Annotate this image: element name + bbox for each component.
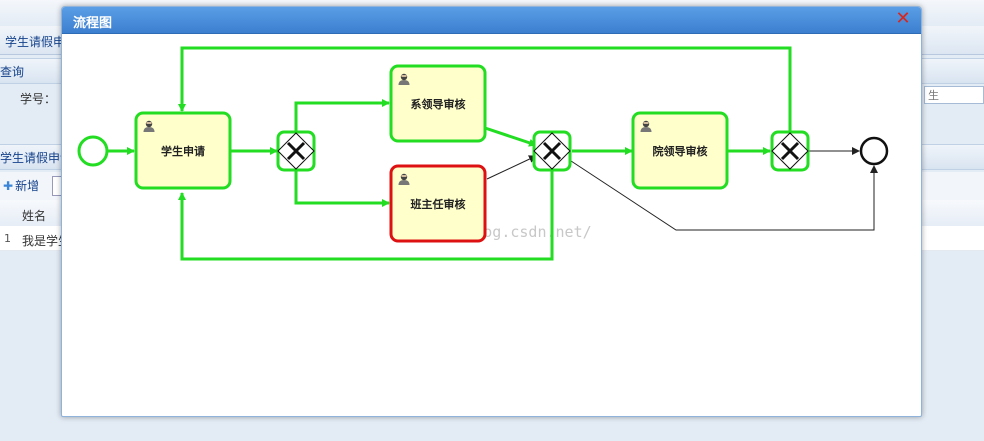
add-button[interactable]: ✚新增 — [3, 177, 39, 194]
flow-gateway1-to-headteacher — [294, 171, 390, 207]
x-icon — [780, 141, 800, 161]
task-dept-leader-review[interactable]: 系领导审核 — [389, 64, 487, 143]
add-button-label: 新增 — [15, 179, 40, 193]
close-icon[interactable]: ✕ — [895, 8, 911, 29]
task-dept-leader-review-label: 系领导审核 — [411, 97, 466, 111]
flow-gateway3-back-to-apply — [178, 46, 792, 131]
student-id-label: 学号： — [20, 92, 57, 106]
task-college-leader-review[interactable]: 院领导审核 — [631, 111, 729, 190]
list-panel-title: 学生请假申请 — [0, 151, 73, 165]
row-number: 1 — [4, 232, 11, 245]
flow-dept-to-gateway2 — [484, 126, 537, 147]
student-id-field[interactable]: 生 — [924, 86, 984, 104]
exclusive-gateway-1[interactable] — [276, 130, 316, 172]
flowchart-dialog: 流程图 ✕ http://blog.csdn.net/ — [61, 6, 922, 417]
flow-gateway1-to-dept — [294, 99, 390, 131]
flow-gateway2-to-end — [567, 158, 878, 231]
exclusive-gateway-2[interactable] — [532, 130, 572, 172]
end-event[interactable] — [859, 136, 889, 166]
flow-gateway2-back-to-apply — [178, 171, 554, 261]
task-student-apply[interactable]: 学生申请 — [134, 111, 232, 190]
start-event[interactable] — [77, 135, 109, 167]
task-head-teacher-review[interactable]: 班主任审核 — [389, 164, 487, 243]
plus-icon: ✚ — [3, 179, 14, 193]
exclusive-gateway-3[interactable] — [770, 130, 810, 172]
process-diagram: http://blog.csdn.net/ 学生申请 — [77, 46, 889, 261]
task-college-leader-review-label: 院领导审核 — [653, 144, 708, 158]
row-name-cell: 我是学生 — [22, 234, 71, 248]
x-icon — [542, 141, 562, 161]
task-student-apply-label: 学生申请 — [161, 144, 205, 158]
column-name[interactable]: 姓名 — [22, 209, 47, 223]
dialog-title: 流程图 — [73, 16, 113, 31]
query-panel-title: 查询 — [0, 65, 25, 79]
task-head-teacher-review-label: 班主任审核 — [411, 197, 466, 211]
dialog-header[interactable]: 流程图 ✕ — [62, 7, 921, 34]
flow-headteacher-to-gateway2 — [486, 155, 537, 180]
x-icon — [286, 141, 306, 161]
tab-student-leave[interactable]: 学生请假申 — [5, 35, 66, 49]
